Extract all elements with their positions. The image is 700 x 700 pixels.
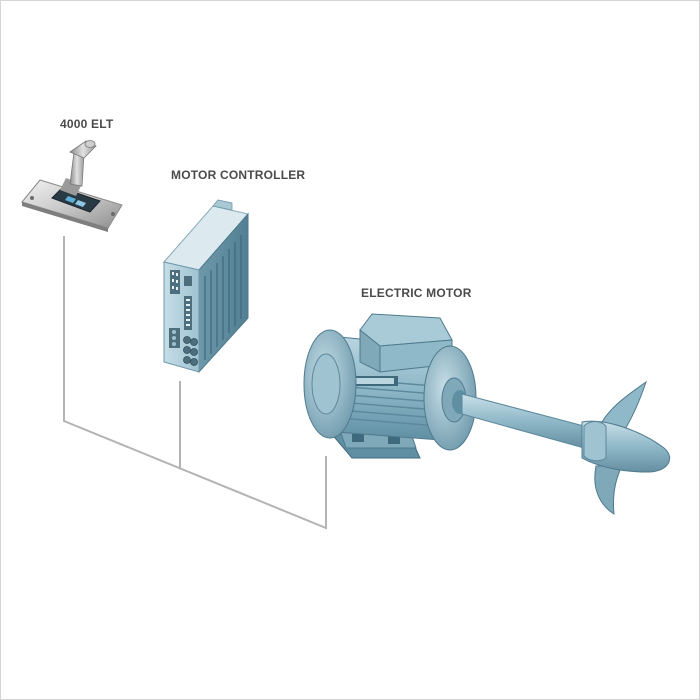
wire-lever [63,236,327,530]
lever-label: 4000 ELT [60,117,114,131]
wiring [63,236,327,530]
electric-motor-graphic [303,313,477,459]
lever-control-graphic [21,140,123,232]
electric-motor-label: ELECTRIC MOTOR [361,286,472,300]
propeller-shaft-graphic [461,380,670,515]
motor-controller-label: MOTOR CONTROLLER [171,168,306,182]
motor-controller-graphic [163,199,249,374]
